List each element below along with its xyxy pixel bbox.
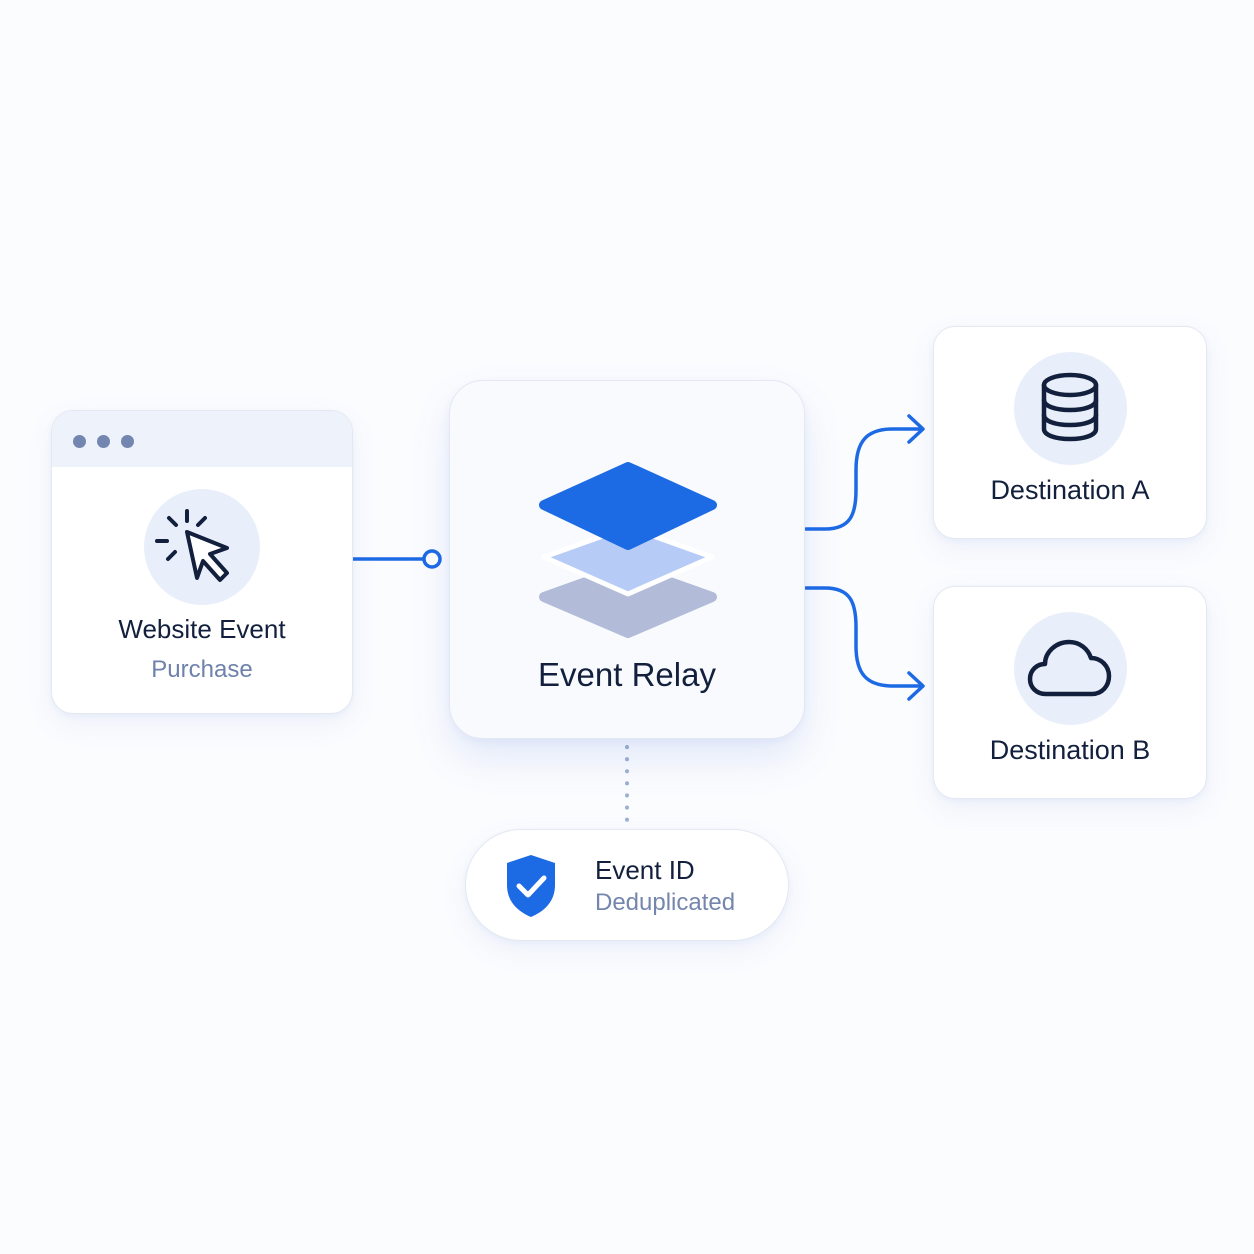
relay-to-destination-b-arrow — [804, 586, 925, 701]
source-to-relay-connector — [351, 549, 442, 569]
source-subtitle: Purchase — [151, 656, 253, 683]
website-event-card: Website Event Purchase — [51, 410, 353, 714]
cloud-icon — [1014, 612, 1127, 725]
destination-a-card: Destination A — [933, 326, 1207, 539]
browser-dot — [121, 435, 134, 448]
dedup-subtitle: Deduplicated — [595, 889, 736, 916]
destination-b-card: Destination B — [933, 586, 1207, 799]
browser-dot — [97, 435, 110, 448]
cursor-click-icon — [144, 489, 260, 605]
event-relay-card: Event Relay — [449, 380, 805, 739]
event-id-dedup-badge: Event ID Deduplicated — [465, 829, 789, 941]
relay-to-destination-a-arrow — [804, 414, 925, 531]
browser-dot — [73, 435, 86, 448]
database-icon — [1014, 352, 1127, 465]
destination-a-title: Destination A — [990, 475, 1150, 505]
shield-check-icon — [507, 855, 555, 917]
destination-b-title: Destination B — [989, 735, 1151, 765]
relay-title: Event Relay — [538, 656, 716, 693]
layers-icon — [539, 462, 717, 638]
browser-title-bar — [52, 411, 352, 467]
dedup-title: Event ID — [595, 855, 695, 885]
source-title: Website Event — [118, 614, 286, 644]
